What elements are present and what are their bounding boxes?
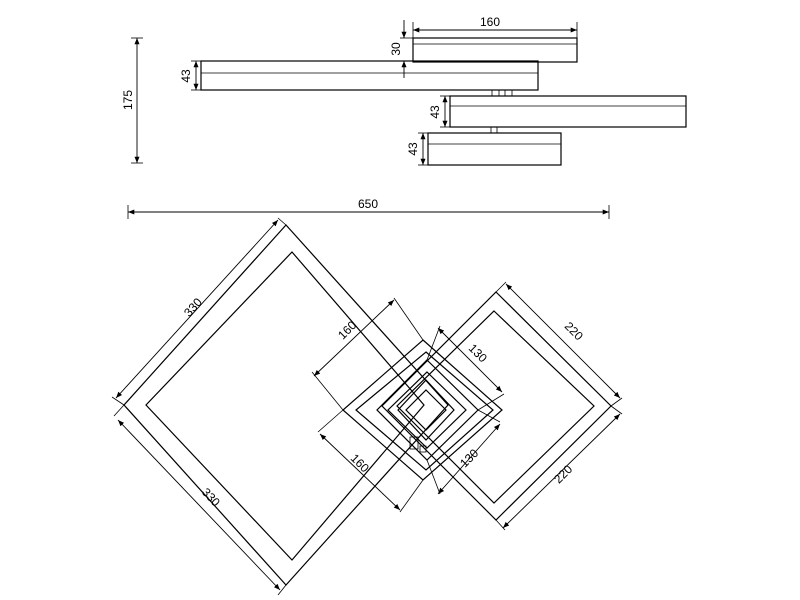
dim-label-220-upper: 220	[562, 319, 586, 343]
dim-center-130-lower: 130	[426, 409, 501, 495]
dim-label-43-middle: 43	[428, 105, 442, 119]
dim-label-175: 175	[121, 90, 135, 110]
dim-label-160: 160	[480, 15, 500, 29]
side-view: 160 30 43 43 43	[121, 15, 687, 166]
dim-large-side-upper: 330	[111, 217, 287, 406]
dim-top-panel-height: 30	[389, 20, 413, 78]
dim-large-side-lower: 330	[113, 404, 287, 596]
large-panel	[200, 60, 539, 91]
large-square-frame	[123, 224, 449, 586]
dim-label-220-lower: 220	[551, 462, 575, 486]
dim-label-43-bottom: 43	[406, 142, 420, 156]
middle-panel	[449, 95, 687, 128]
dim-bottom-panel-height: 43	[406, 132, 428, 166]
dim-total-height: 175	[121, 37, 143, 164]
bottom-panel	[427, 132, 562, 166]
dim-top-panel-width: 160	[412, 15, 578, 38]
dim-middle-panel-height: 43	[428, 95, 450, 128]
dim-label-330-upper: 330	[181, 295, 205, 319]
top-view: 650 330	[111, 197, 623, 596]
dim-medium-side-lower: 220	[495, 405, 623, 531]
dim-label-43-large: 43	[179, 69, 193, 83]
top-panel	[412, 37, 578, 63]
dim-label-30: 30	[389, 42, 403, 56]
dim-label-160-upper: 160	[335, 318, 359, 342]
dim-medium-side-upper: 220	[495, 281, 623, 407]
dim-label-650: 650	[358, 197, 378, 211]
dim-label-160-lower: 160	[348, 451, 372, 475]
dim-label-330-lower: 330	[199, 485, 223, 509]
dim-overall-width: 650	[127, 197, 610, 219]
dim-label-130-upper: 130	[466, 341, 490, 365]
dim-large-panel-height: 43	[179, 60, 201, 91]
